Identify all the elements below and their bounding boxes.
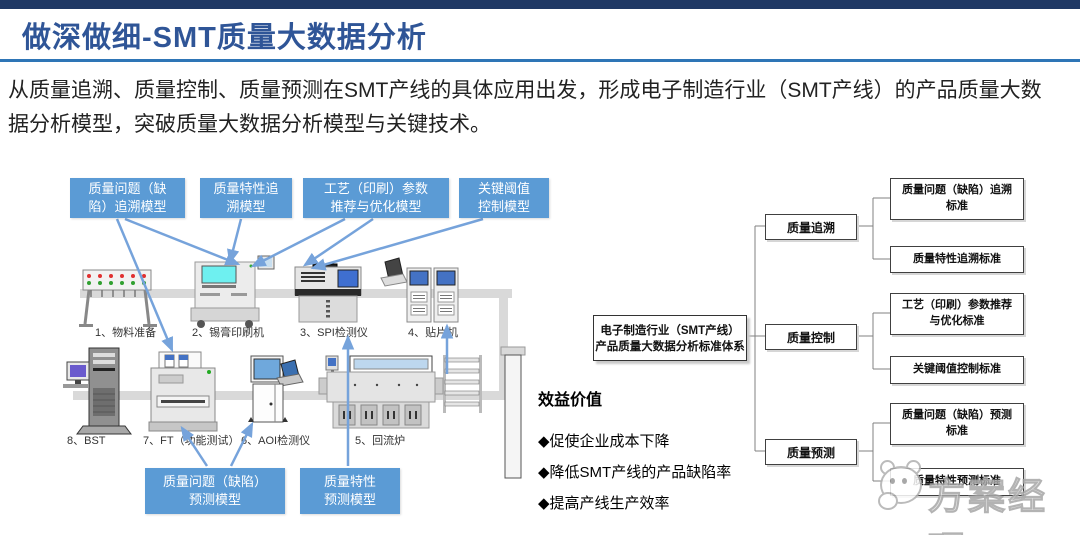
intro-line-2: 据分析模型，突破质量大数据分析模型与关键技术。: [8, 113, 491, 136]
tree-leaf-defect-trace-standard: 质量问题（缺陷）追溯 标准: [890, 178, 1024, 220]
label-pick-place: 4、贴片机: [408, 325, 458, 339]
benefits-heading: 效益价值: [538, 392, 603, 409]
intro-line-1: 从质量追溯、质量控制、质量预测在SMT产线的具体应用出发，形成电子制造行业（SM…: [8, 79, 1042, 102]
title-divider: [0, 59, 1080, 62]
smt-line-art: 1、物料准备 2、锡膏印刷机 3、SPI检测仪 4、贴片机 8、BST 7、FT…: [63, 217, 526, 479]
watermark: 方案经理: [872, 448, 1080, 535]
equipment-pick-place: [406, 267, 459, 323]
equipment-aoi: [248, 355, 304, 423]
benefits-section: 效益价值 ◆促使企业成本下降 ◆降低SMT产线的产品缺陷率 ◆提高产线生产效率: [538, 386, 838, 519]
tree-branch-predict: 质量预测: [765, 439, 857, 465]
tree-branch-control: 质量控制: [765, 324, 857, 350]
equipment-reflow: [318, 355, 444, 429]
smt-line-diagram: 1、物料准备 2、锡膏印刷机 3、SPI检测仪 4、贴片机 8、BST 7、FT…: [55, 172, 570, 535]
model-box-threshold-control: 关键阈值 控制模型: [459, 178, 549, 218]
tree-leaf-process-param-standard: 工艺（印刷）参数推荐 与优化标准: [890, 293, 1024, 335]
equipment-solder-printer: [190, 255, 275, 328]
lift-pillar: [500, 346, 526, 479]
tree-leaf-defect-predict-standard: 质量问题（缺陷）预测 标准: [890, 403, 1024, 445]
label-bst: 8、BST: [67, 435, 106, 447]
laptop-icon: [380, 257, 408, 287]
equipment-bst: [63, 347, 132, 435]
tree-leaf-threshold-standard: 关键阈值控制标准: [890, 356, 1024, 384]
benefit-item-defect-rate: ◆降低SMT产线的产品缺陷率: [538, 464, 732, 481]
label-solder-printer: 2、锡膏印刷机: [192, 325, 264, 339]
model-box-characteristic-predict: 质量特性 预测模型: [300, 468, 400, 514]
model-box-defect-trace: 质量问题（缺 陷）追溯模型: [70, 178, 185, 218]
model-arrows: [115, 217, 484, 467]
label-spi: 3、SPI检测仪: [300, 325, 368, 339]
magazine-rack: [443, 355, 482, 413]
intro-paragraph: 从质量追溯、质量控制、质量预测在SMT产线的具体应用出发，形成电子制造行业（SM…: [8, 74, 1076, 142]
model-box-characteristic-trace: 质量特性追 溯模型: [200, 178, 292, 218]
benefit-item-cost: ◆促使企业成本下降: [538, 433, 670, 450]
equipment-spi: [294, 266, 362, 323]
label-material-prep: 1、物料准备: [95, 325, 156, 339]
top-accent-bar: [0, 0, 1080, 9]
equipment-ft: [148, 351, 218, 432]
label-reflow: 5、回流炉: [355, 433, 405, 447]
standards-tree: 电子制造行业（SMT产线） 产品质量大数据分析标准体系 质量追溯 质量控制 质量…: [585, 170, 1080, 518]
watermark-text: 方案经理: [928, 476, 1048, 535]
tree-root: 电子制造行业（SMT产线） 产品质量大数据分析标准体系: [593, 315, 747, 361]
model-box-defect-predict: 质量问题（缺陷） 预测模型: [145, 468, 285, 514]
label-aoi: 6、AOI检测仪: [241, 433, 310, 447]
equipment-material-prep: [79, 269, 157, 327]
page-title: 做深做细-SMT质量大数据分析: [22, 22, 427, 54]
benefit-item-efficiency: ◆提高产线生产效率: [538, 495, 670, 512]
model-box-process-param: 工艺（印刷）参数 推荐与优化模型: [303, 178, 449, 218]
tree-branch-trace: 质量追溯: [765, 214, 857, 240]
tree-connectors: [745, 197, 890, 482]
equipment-labels: 1、物料准备 2、锡膏印刷机 3、SPI检测仪 4、贴片机 8、BST 7、FT…: [67, 325, 458, 447]
tree-leaf-characteristic-trace-standard: 质量特性追溯标准: [890, 246, 1024, 273]
panda-logo-icon: [878, 460, 924, 512]
